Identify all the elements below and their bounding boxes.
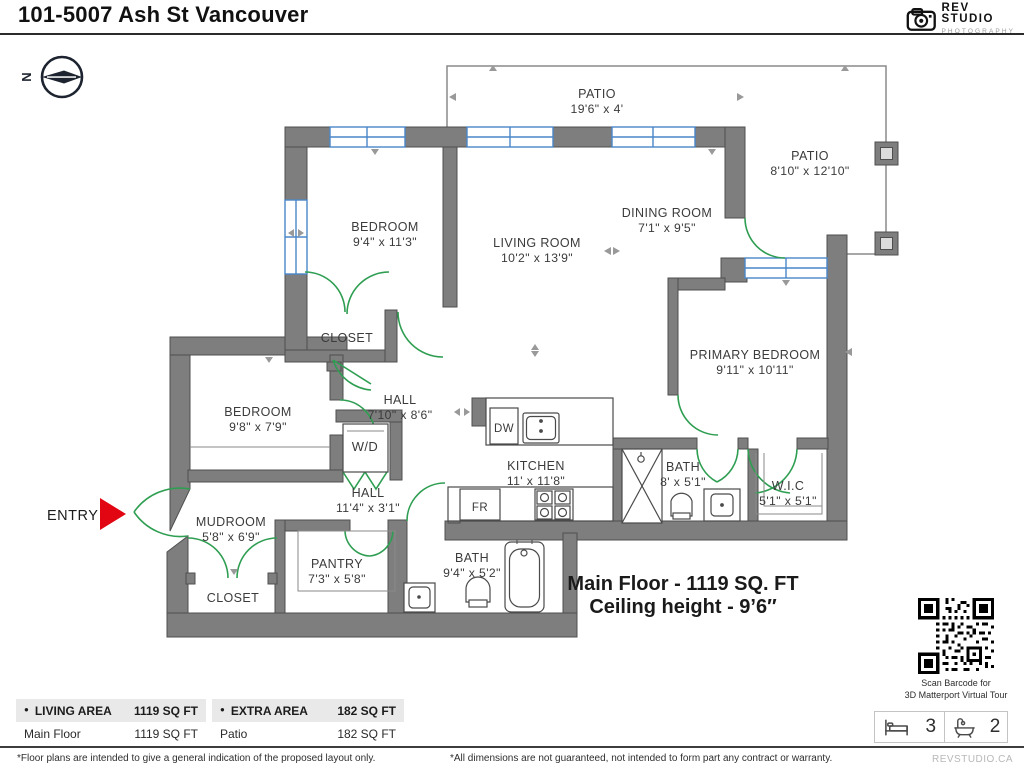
entry-arrow-icon [100,498,126,530]
label-wic: W.I.C [772,479,805,493]
floor-info: Main Floor - 1119 SQ. FT Ceiling height … [567,573,798,618]
label-hall-upper: HALL [384,393,417,407]
label-closet-entry: CLOSET [207,591,259,605]
compass-north-label: N [19,72,34,81]
dims-bedroom2: 9'4" x 11'3" [353,235,417,249]
bedroom-count-box: 3 [874,711,944,743]
bathtub-icon [953,718,975,738]
living-area-table: ● LIVING AREA 1119 SQ FT Main Floor 1119… [16,699,206,746]
living-area-header: LIVING AREA [34,703,112,718]
label-mudroom: MUDROOM [196,515,266,529]
walls [166,126,848,638]
room-labels: PATIO 19'6" x 4' PATIO 8'10" x 12'10" BE… [196,87,849,605]
logo-subtitle: PHOTOGRAPHY [941,27,1016,35]
dims-bath-main: 8' x 5'1" [660,475,706,489]
qr-caption-line1: Scan Barcode for [921,678,991,688]
label-bath-main: BATH [666,460,700,474]
qr-caption-line2: 3D Matterport Virtual Tour [904,689,1008,700]
ceiling-height-text: Ceiling height - 9’6″ [589,596,777,618]
dims-living-room: 10'2" x 13'9" [501,251,573,265]
qr-code [918,598,994,674]
dims-bath-lower: 9'4" x 5'2" [443,566,501,580]
page-title: 101-5007 Ash St Vancouver [18,2,309,27]
patio-boundary [446,65,887,255]
label-bedroom3: BEDROOM [224,405,291,419]
dims-primary-bedroom: 9'11" x 10'11" [716,363,793,377]
extra-area-header: EXTRA AREA [230,703,308,718]
extra-area-table: ● EXTRA AREA 182 SQ FT Patio 182 SQ FT [212,699,404,746]
label-fridge: FR [472,502,488,514]
dims-patio-right: 8'10" x 12'10" [770,164,849,178]
entry-label: ENTRY [47,508,98,524]
floor-area-text: Main Floor - 1119 SQ. FT [567,573,798,595]
dims-bedroom3: 9'8" x 7'9" [229,420,287,434]
rev-studio-logo: REV STUDIO PHOTOGRAPHY [906,1,1018,35]
bedroom-count: 3 [925,716,937,737]
label-dining-room: DINING ROOM [622,206,713,220]
entry-marker: ENTRY [47,498,126,530]
dims-pantry: 7'3" x 5'8" [308,572,366,586]
row-label: Patio [220,727,248,741]
living-area-total: 1119 SQ FT [133,703,198,718]
label-bedroom2: BEDROOM [351,220,418,234]
label-bath-lower: BATH [455,551,489,565]
row-value: 1119 SQ FT [134,727,198,741]
dimension-markers [230,65,852,575]
dims-mudroom: 5'8" x 6'9" [202,530,260,544]
bullet-icon: ● [220,705,225,714]
label-patio-right: PATIO [791,149,829,163]
compass-icon: N [19,55,84,99]
bathroom-count: 2 [989,716,1001,737]
qr-block: Scan Barcode for 3D Matterport Virtual T… [898,598,1014,701]
row-label: Main Floor [24,727,81,741]
fixtures [190,397,823,613]
patio-columns [874,141,899,256]
windows [284,126,828,279]
stats-bar: 3 2 [874,711,1008,743]
header-divider [0,33,1024,35]
dims-dining-room: 7'1" x 9'5" [638,221,696,235]
bed-icon [884,719,908,736]
camera-icon [906,8,936,31]
footer-brand: REVSTUDIO.CA [931,754,1013,765]
label-primary-bedroom: PRIMARY BEDROOM [690,348,821,362]
extra-area-total: 182 SQ FT [337,703,396,718]
bathroom-count-box: 2 [944,711,1008,743]
label-living-room: LIVING ROOM [493,236,581,250]
label-dishwasher: DW [494,423,514,435]
extra-area-header-row: ● EXTRA AREA 182 SQ FT [212,699,404,722]
dims-patio-top: 19'6" x 4' [571,102,624,116]
footnote-left: *Floor plans are intended to give a gene… [17,753,376,764]
label-washer-dryer: W/D [352,439,378,454]
dims-wic: 5'1" x 5'1" [759,494,817,508]
label-kitchen: KITCHEN [507,459,565,473]
label-pantry: PANTRY [311,557,363,571]
footer-divider [0,746,1024,748]
living-area-header-row: ● LIVING AREA 1119 SQ FT [16,699,206,722]
dims-hall-lower: 11'4" x 3'1" [336,501,400,515]
table-row: Patio 182 SQ FT [212,722,404,746]
label-patio-top: PATIO [578,87,616,101]
dims-hall-upper: 7'10" x 8'6" [368,408,433,422]
bullet-icon: ● [24,705,29,714]
dims-kitchen: 11' x 11'8" [507,474,565,488]
footnote-right: *All dimensions are not guaranteed, not … [450,753,833,764]
label-hall-lower: HALL [352,486,385,500]
label-closet-bedroom2: CLOSET [321,331,373,345]
row-value: 182 SQ FT [337,727,396,741]
logo-name: REV STUDIO [941,1,994,26]
table-row: Main Floor 1119 SQ FT [16,722,206,746]
